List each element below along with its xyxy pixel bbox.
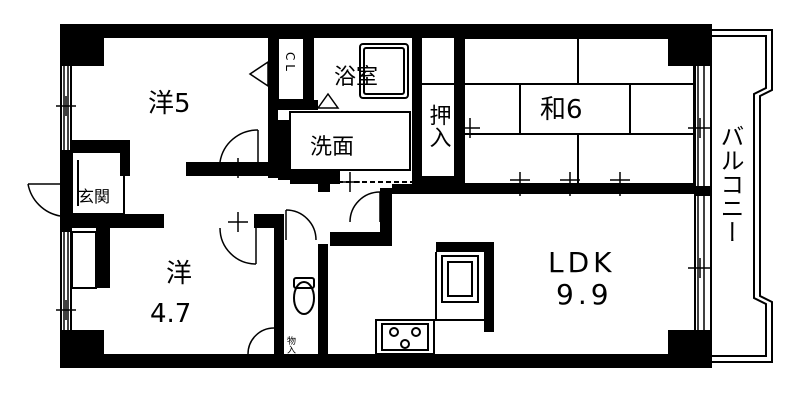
kitchen-sink (441, 255, 479, 303)
room-bath: 浴室 (334, 65, 378, 90)
room-ldk-size: 9.9 (556, 278, 613, 311)
room-western-2-size: 4.7 (150, 299, 191, 329)
wall-bottom (60, 354, 712, 368)
fixtures (71, 37, 695, 355)
room-storage: 物入 (285, 335, 296, 354)
room-washroom: 洗面 (310, 135, 354, 160)
toilet (293, 281, 315, 315)
room-entrance: 玄関 (78, 187, 110, 206)
corner-tr (668, 24, 712, 66)
bathtub (359, 43, 409, 99)
corner-bl (60, 330, 104, 368)
balcony (712, 29, 773, 363)
right-windows (696, 66, 710, 330)
room-closet-cl: C L (283, 52, 297, 71)
doors (27, 60, 381, 355)
interior-walls (72, 38, 694, 368)
window-ticks (56, 96, 712, 320)
stove (375, 319, 435, 355)
corner-tl (60, 24, 104, 66)
corner-br (668, 330, 712, 368)
wash-vanity (289, 111, 411, 171)
room-ldk-name: LDK (548, 246, 616, 279)
room-closet: 押入 (426, 104, 452, 148)
room-japanese: 和6 (540, 95, 583, 125)
room-western-2-name: 洋 (166, 259, 192, 289)
room-western-1: 洋5 (148, 89, 191, 119)
room-balcony: バルコニー (716, 124, 744, 244)
wall-top (60, 24, 712, 38)
